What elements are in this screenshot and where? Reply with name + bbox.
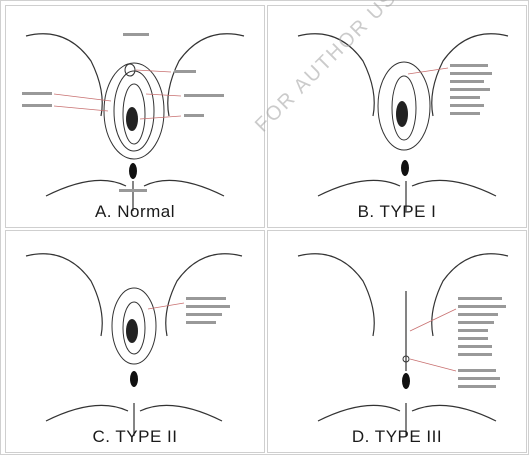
- panel-normal: A. Normal: [5, 5, 265, 228]
- type-1-diagram: [268, 6, 526, 227]
- normal-diagram: [6, 6, 264, 227]
- type-3-diagram: [268, 231, 526, 452]
- caption-type-3: D. TYPE III: [268, 427, 526, 447]
- caption-type-2: C. TYPE II: [6, 427, 264, 447]
- panel-type-1: B. TYPE I: [267, 5, 527, 228]
- panel-type-3: D. TYPE III: [267, 230, 527, 453]
- type-2-diagram: [6, 231, 264, 452]
- caption-type-1: B. TYPE I: [268, 202, 526, 222]
- caption-normal: A. Normal: [6, 202, 264, 222]
- panel-type-2: C. TYPE II: [5, 230, 265, 453]
